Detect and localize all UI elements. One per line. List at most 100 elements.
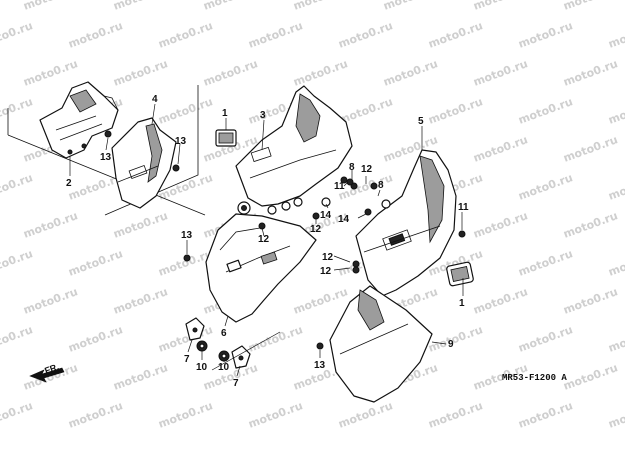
watermark-text: moto0.ru xyxy=(22,0,80,13)
watermark-text: moto0.ru xyxy=(562,285,620,317)
watermark-text: moto0.ru xyxy=(292,285,350,317)
watermark-text: moto0.ru xyxy=(517,95,575,127)
watermark-text: moto0.ru xyxy=(472,57,530,89)
watermark-text: moto0.ru xyxy=(112,285,170,317)
grommet-part-10-left xyxy=(196,340,208,352)
callout-13-left: 13 xyxy=(100,152,112,163)
watermark-text: moto0.ru xyxy=(517,399,575,431)
callout-10-left: 10 xyxy=(196,362,208,373)
watermark-text: moto0.ru xyxy=(517,19,575,51)
watermark-text: moto0.ru xyxy=(22,57,80,89)
watermark-text: moto0.ru xyxy=(0,399,35,431)
direction-label: FR. xyxy=(43,362,60,376)
watermark-text: moto0.ru xyxy=(112,209,170,241)
arc-panel-part-6 xyxy=(205,201,317,323)
watermark-text: moto0.ru xyxy=(0,171,35,203)
callout-5: 5 xyxy=(418,116,424,127)
watermark-text: moto0.ru xyxy=(607,247,625,279)
upper-cover-part-3 xyxy=(235,85,353,215)
watermark-text: moto0.ru xyxy=(247,323,305,355)
callout-1-upper: 1 xyxy=(222,108,228,119)
diagram-code: MR53-F1200 A xyxy=(502,373,567,383)
fasteners xyxy=(104,130,466,350)
watermark-text: moto0.ru xyxy=(427,95,485,127)
watermark-text: moto0.ru xyxy=(157,95,215,127)
watermark-text: moto0.ru xyxy=(427,323,485,355)
callout-12-arc: 12 xyxy=(258,234,270,245)
callout-7-left: 7 xyxy=(184,354,190,365)
watermark-text: moto0.ru xyxy=(22,285,80,317)
grommet-part-10-right xyxy=(218,350,230,362)
callout-4: 4 xyxy=(152,94,158,105)
watermark-text: moto0.ru xyxy=(247,19,305,51)
callout-13-lower: 13 xyxy=(314,360,326,371)
watermark-text: moto0.ru xyxy=(607,95,625,127)
callout-7-right: 7 xyxy=(233,378,239,389)
callout-12-center: 12 xyxy=(310,224,322,235)
watermark-text: moto0.ru xyxy=(22,209,80,241)
watermark-text: moto0.ru xyxy=(0,247,35,279)
watermark-text: moto0.ru xyxy=(607,323,625,355)
watermark-text: moto0.ru xyxy=(427,19,485,51)
watermark-text: moto0.ru xyxy=(562,209,620,241)
front-direction-indicator: FR. xyxy=(29,362,65,383)
watermark-text: moto0.ru xyxy=(112,361,170,393)
watermark-text: moto0.ru xyxy=(0,19,35,51)
watermark-text: moto0.ru xyxy=(562,0,620,13)
reflector-part-1-right xyxy=(446,261,474,287)
watermark-text: moto0.ru xyxy=(562,361,620,393)
callout-8-upper: 8 xyxy=(349,162,355,173)
leader-lines xyxy=(69,103,464,377)
callout-13-cover: 13 xyxy=(175,136,187,147)
watermark-text: moto0.ru xyxy=(67,399,125,431)
watermark-text: moto0.ru xyxy=(202,361,260,393)
side-cover-part-5 xyxy=(355,149,457,297)
watermark-text: moto0.ru xyxy=(157,399,215,431)
watermark-text: moto0.ru xyxy=(292,57,350,89)
lower-cover-part-4 xyxy=(111,117,177,209)
watermark-text: moto0.ru xyxy=(562,133,620,165)
watermark-text: moto0.ru xyxy=(472,209,530,241)
callout-12-side-b: 12 xyxy=(320,266,332,277)
watermark-text: moto0.ru xyxy=(382,0,440,13)
watermark-text: moto0.ru xyxy=(0,323,35,355)
callout-3: 3 xyxy=(260,110,266,121)
bracket-part-7-left xyxy=(185,317,205,341)
callout-labels: 1 1 2 3 4 5 6 7 7 8 8 9 10 10 11 11 12 1… xyxy=(66,94,469,389)
watermark-text: moto0.ru xyxy=(517,247,575,279)
watermark-text: moto0.ru xyxy=(247,399,305,431)
watermark-text: moto0.ru xyxy=(67,323,125,355)
lower-cover-part-9 xyxy=(329,285,433,403)
front-arrow-icon xyxy=(29,367,65,383)
inner-cover-part-2 xyxy=(39,81,119,159)
callout-12-upper: 12 xyxy=(361,164,373,175)
callout-2: 2 xyxy=(66,178,72,189)
watermark-text: moto0.ru xyxy=(427,399,485,431)
watermark-text: moto0.ru xyxy=(337,171,395,203)
callout-12-side-a: 12 xyxy=(322,252,334,263)
callout-8-right: 8 xyxy=(378,180,384,191)
watermark-text: moto0.ru xyxy=(382,57,440,89)
callout-13-arc: 13 xyxy=(181,230,193,241)
watermark-text: moto0.ru xyxy=(472,133,530,165)
callout-14-center: 14 xyxy=(320,210,332,221)
callout-9: 9 xyxy=(448,339,454,350)
watermark-text: moto0.ru xyxy=(157,323,215,355)
watermark-text: moto0.ru xyxy=(517,323,575,355)
callout-11-right: 11 xyxy=(458,202,469,213)
watermark-layer: moto0.ru moto0.ru moto0.ru moto0.ru moto0.ru… xyxy=(0,0,625,431)
watermark-text: moto0.ru xyxy=(607,19,625,51)
callout-14-right: 14 xyxy=(338,214,350,225)
watermark-text: moto0.ru xyxy=(67,19,125,51)
watermark-text: moto0.ru xyxy=(562,57,620,89)
watermark-text: moto0.ru xyxy=(292,0,350,13)
callout-10-right: 10 xyxy=(218,362,230,373)
emblem-part-1-upper xyxy=(215,129,237,147)
callout-11-center: 11 xyxy=(334,181,345,192)
watermark-text: moto0.ru xyxy=(607,171,625,203)
watermark-text: moto0.ru xyxy=(517,171,575,203)
watermark-text: moto0.ru xyxy=(112,57,170,89)
watermark-text: moto0.ru xyxy=(337,399,395,431)
watermark-text: moto0.ru xyxy=(67,247,125,279)
